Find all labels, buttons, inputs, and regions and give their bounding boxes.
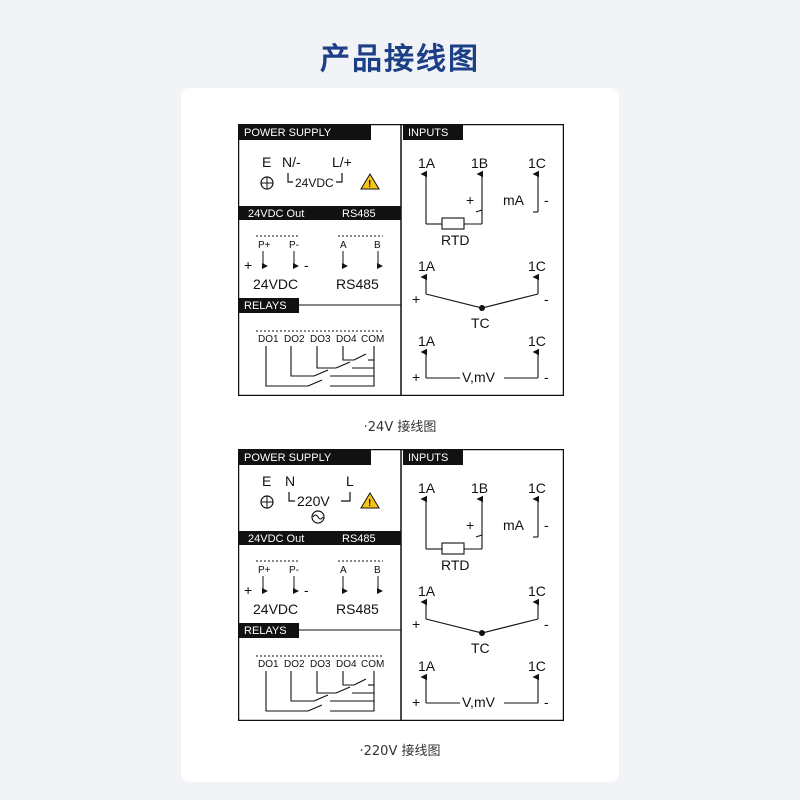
ma-label: mA [503, 192, 525, 208]
power-supply-header: POWER SUPPLY [244, 452, 332, 464]
supply-label: 24VDC [295, 176, 334, 190]
inputs-header: INPUTS [408, 452, 448, 464]
input-1a-rtd: 1A [418, 155, 436, 171]
svg-text:!: ! [368, 179, 371, 190]
ma-minus: - [544, 517, 549, 533]
supply-label: 220V [297, 493, 330, 509]
p-plus-label: P+ [258, 240, 271, 251]
terminal-l: L [346, 473, 354, 489]
v-plus: + [412, 369, 420, 385]
caption-24v: ·24V 接线图 [363, 420, 437, 435]
p-plus-label: P+ [258, 565, 271, 576]
input-1c-rtd: 1C [528, 155, 546, 171]
tc-junction [479, 630, 485, 636]
p-minus-label: P- [289, 565, 299, 576]
svg-text:!: ! [368, 498, 371, 509]
tc-label: TC [471, 315, 490, 331]
terminal-a: A [340, 240, 347, 251]
power-supply-header: POWER SUPPLY [244, 127, 332, 139]
v-minus: - [544, 369, 549, 385]
relays-header: RELAYS [244, 300, 287, 312]
input-1a-tc: 1A [418, 583, 436, 599]
inputs-header: INPUTS [408, 127, 448, 139]
p-minus-label: P- [289, 240, 299, 251]
relay-wiring [265, 346, 375, 387]
relay-com: COM [361, 659, 384, 670]
relay-do1: DO1 [258, 334, 279, 345]
input-1a-v: 1A [418, 333, 436, 349]
rtd-label: RTD [441, 232, 470, 248]
caption-220v: ·220V 接线图 [359, 744, 441, 759]
input-1c-v: 1C [528, 658, 546, 674]
rtd-wiring [420, 170, 540, 230]
power-supply-header-bg [239, 125, 371, 140]
tc-minus: - [544, 291, 549, 307]
tc-plus: + [412, 291, 420, 307]
24vdc-out-label: 24VDC [253, 601, 298, 617]
rtd-plus: + [466, 517, 474, 533]
warning-icon: ! [360, 492, 380, 509]
input-1b-rtd: 1B [471, 480, 488, 496]
input-1a-rtd: 1A [418, 480, 436, 496]
page-title: 产品接线图 [320, 42, 480, 77]
v-minus: - [544, 694, 549, 710]
out-minus: - [304, 582, 309, 598]
rs485-label: RS485 [336, 276, 379, 292]
vmv-label: V,mV [462, 694, 496, 710]
out-minus: - [304, 257, 309, 273]
24vdc-out-label: 24VDC [253, 276, 298, 292]
relay-com: COM [361, 334, 384, 345]
rs485-header: RS485 [342, 208, 376, 220]
wiring-diagram-24v: POWER SUPPLY INPUTS 24VDC Out RS485 RELA… [238, 124, 564, 396]
rs485-label: RS485 [336, 601, 379, 617]
terminal-e: E [262, 154, 271, 170]
terminal-n: N/- [282, 154, 301, 170]
tc-plus: + [412, 616, 420, 632]
relay-do3: DO3 [310, 334, 331, 345]
input-1c-tc: 1C [528, 583, 546, 599]
vmv-label: V,mV [462, 369, 496, 385]
ground-icon [260, 495, 274, 509]
input-1c-tc: 1C [528, 258, 546, 274]
input-1a-tc: 1A [418, 258, 436, 274]
ma-label: mA [503, 517, 525, 533]
relay-do4: DO4 [336, 334, 357, 345]
wiring-diagram-220v: POWER SUPPLY INPUTS 24VDC Out RS485 RELA… [238, 449, 564, 721]
ground-icon [260, 176, 274, 190]
rs485-header: RS485 [342, 533, 376, 545]
relays-header: RELAYS [244, 625, 287, 637]
v-wiring [420, 673, 540, 704]
24vdc-out-header: 24VDC Out [248, 208, 304, 220]
terminal-a: A [340, 565, 347, 576]
input-1c-v: 1C [528, 333, 546, 349]
out-plus: + [244, 582, 252, 598]
v-wiring [420, 348, 540, 379]
terminal-b: B [374, 565, 381, 576]
relay-do2: DO2 [284, 659, 305, 670]
tc-junction [479, 305, 485, 311]
input-1a-v: 1A [418, 658, 436, 674]
24vdc-out-header: 24VDC Out [248, 533, 304, 545]
v-plus: + [412, 694, 420, 710]
rtd-plus: + [466, 192, 474, 208]
relay-do4: DO4 [336, 659, 357, 670]
warning-icon: ! [360, 173, 380, 190]
tc-minus: - [544, 616, 549, 632]
rtd-wiring [420, 495, 540, 555]
terminal-b: B [374, 240, 381, 251]
tc-label: TC [471, 640, 490, 656]
relay-do1: DO1 [258, 659, 279, 670]
input-1b-rtd: 1B [471, 155, 488, 171]
terminal-l: L/+ [332, 154, 352, 170]
ac-icon [311, 510, 325, 524]
relay-do2: DO2 [284, 334, 305, 345]
out-plus: + [244, 257, 252, 273]
ma-minus: - [544, 192, 549, 208]
terminal-n: N [285, 473, 295, 489]
terminal-e: E [262, 473, 271, 489]
input-1c-rtd: 1C [528, 480, 546, 496]
rtd-label: RTD [441, 557, 470, 573]
relay-do3: DO3 [310, 659, 331, 670]
relay-wiring [265, 671, 375, 712]
